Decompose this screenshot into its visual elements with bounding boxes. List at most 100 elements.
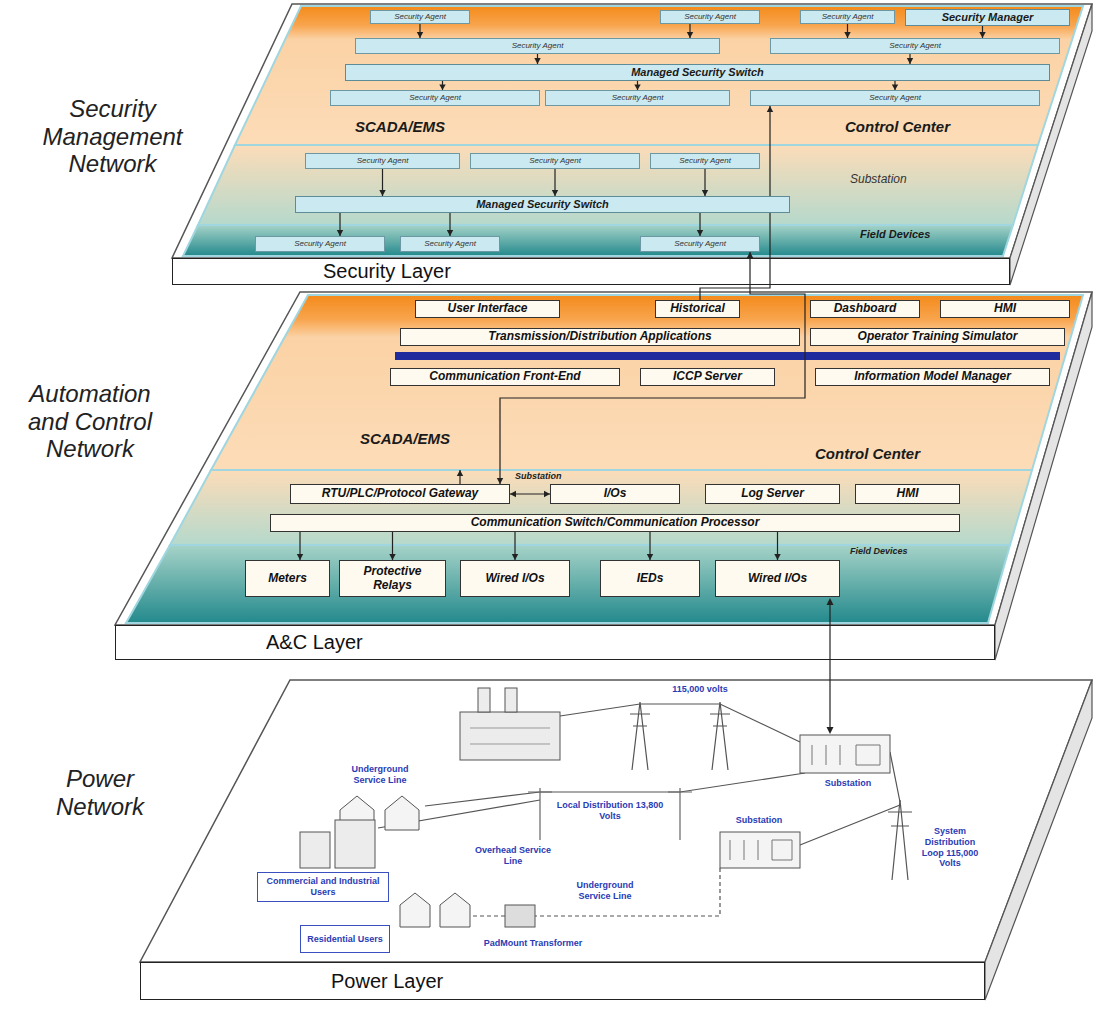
- text-holder: Field Devices: [860, 228, 930, 240]
- text-holder: Power Network: [30, 765, 170, 820]
- layer-plate: Automation and Control NetworkSCADA/EMSC…: [0, 292, 1096, 625]
- component-box: Wired I/Os: [460, 560, 570, 597]
- component-box: Managed Security Switch: [295, 196, 790, 213]
- layer-plate: Security Management NetworkSCADA/EMSCont…: [0, 0, 1096, 258]
- node-text: Security Agent: [684, 13, 736, 22]
- text-holder: 115,000 volts: [655, 684, 745, 695]
- node-text: Residential Users: [307, 934, 383, 945]
- node-text: Security Agent: [409, 94, 461, 103]
- layer-label-bar: A&C Layer: [115, 625, 995, 660]
- region-label: SCADA/EMS: [355, 118, 445, 135]
- node-text: Security Manager: [942, 11, 1034, 24]
- plant-detail: [470, 728, 550, 744]
- component-box: Residential Users: [300, 925, 390, 953]
- text-holder: Substation: [724, 815, 794, 826]
- node-text: ICCP Server: [673, 370, 742, 384]
- node-text: Managed Security Switch: [631, 66, 764, 79]
- component-box: Communication Switch/Communication Proce…: [270, 514, 960, 532]
- node-text: Dashboard: [834, 302, 897, 316]
- component-box: Operator Training Simulator: [810, 328, 1065, 346]
- component-box: Security Agent: [255, 236, 385, 252]
- node-text: Security Layer: [323, 260, 451, 283]
- component-box: Security Agent: [470, 153, 640, 169]
- layer-name: Power Network: [30, 765, 170, 820]
- layer-label-bar: Security Layer: [172, 258, 1010, 285]
- node-text: Security Agent: [889, 42, 941, 51]
- text-holder: Local Distribution 13,800 Volts: [555, 800, 665, 822]
- component-box: Dashboard: [810, 300, 920, 318]
- region-outline: [183, 225, 1013, 256]
- node-text: Security Agent: [612, 94, 664, 103]
- office-building: [335, 820, 375, 868]
- component-box: Commercial and Industrial Users: [257, 872, 389, 902]
- node-text: Security Agent: [674, 240, 726, 249]
- component-box: Security Agent: [305, 153, 460, 169]
- illustration-label: Underground Service Line: [560, 880, 650, 902]
- region-outline: [126, 545, 1010, 623]
- illustration-label: Underground Service Line: [335, 764, 425, 786]
- text-holder: Overhead Service Line: [468, 845, 558, 867]
- node-text: Commercial and Industrial Users: [261, 876, 385, 898]
- text-holder: SCADA/EMS: [355, 118, 445, 135]
- node-text: I/Os: [604, 487, 627, 501]
- region-outline: [198, 145, 1038, 225]
- region-label: Control Center: [845, 118, 950, 135]
- illustration-label: Substation: [724, 815, 794, 826]
- region-label: Substation: [850, 172, 907, 186]
- component-box: Information Model Manager: [815, 368, 1050, 386]
- component-box: Managed Security Switch: [345, 64, 1050, 81]
- node-text: IEDs: [637, 572, 664, 586]
- node-text: Managed Security Switch: [476, 198, 609, 211]
- region-outline: [235, 6, 1083, 145]
- node-text: Meters: [268, 572, 307, 586]
- network-region: SCADA/EMSControl CenterSecurity AgentSec…: [235, 6, 1083, 145]
- component-box: Security Agent: [400, 236, 500, 252]
- component-box: Security Agent: [545, 90, 730, 106]
- component-box: HMI: [855, 484, 960, 504]
- component-box: User Interface: [415, 300, 560, 318]
- substation-detail: [730, 840, 792, 860]
- component-box: Meters: [245, 560, 330, 597]
- component-box: Security Agent: [640, 236, 760, 252]
- office-building: [300, 832, 330, 868]
- node-text: Security Agent: [512, 42, 564, 51]
- node-text: Transmission/Distribution Applications: [488, 330, 711, 344]
- node-text: Wired I/Os: [485, 572, 544, 586]
- node-text: HMI: [897, 487, 919, 501]
- region-label: Field Devices: [850, 546, 908, 556]
- plate-outline: [115, 292, 1092, 625]
- node-text: Security Agent: [869, 94, 921, 103]
- component-box: Security Agent: [355, 38, 720, 54]
- component-box: Security Agent: [770, 38, 1060, 54]
- region-label: SCADA/EMS: [360, 430, 450, 447]
- component-box: Security Agent: [330, 90, 540, 106]
- plant-building: [460, 712, 560, 760]
- text-holder: Substation: [808, 778, 888, 789]
- substation-detail: [812, 745, 880, 765]
- bus-bar: [395, 352, 1060, 360]
- node-text: Communication Front-End: [429, 370, 580, 384]
- component-box: Transmission/Distribution Applications: [400, 328, 800, 346]
- network-region: Field DevicesSecurity Agent Security Agen…: [183, 225, 1013, 256]
- node-text: Log Server: [741, 487, 804, 501]
- plate-outline: [172, 4, 1092, 258]
- node-text: Security Agent: [357, 157, 409, 166]
- component-box: Protective Relays: [339, 560, 446, 597]
- text-holder: Underground Service Line: [560, 880, 650, 902]
- illustration-label: Substation: [808, 778, 888, 789]
- network-region: SubstationRTU/PLC/Protocol GatewayI/OsLo…: [170, 470, 1032, 545]
- text-holder: Substation: [515, 471, 562, 481]
- plate-outline: [140, 680, 1092, 962]
- node-text: Historical: [670, 302, 725, 316]
- node-text: Wired I/Os: [748, 572, 807, 586]
- text-holder: PadMount Transformer: [478, 938, 588, 949]
- component-box: Historical: [655, 300, 740, 318]
- region-label: Substation: [515, 471, 562, 481]
- component-box: Security Agent: [650, 153, 760, 169]
- node-text: Security Agent: [822, 13, 874, 22]
- illustration-label: 115,000 volts: [655, 684, 745, 695]
- network-region: Field DevicesMeters Protective Relays Wire…: [126, 545, 1010, 623]
